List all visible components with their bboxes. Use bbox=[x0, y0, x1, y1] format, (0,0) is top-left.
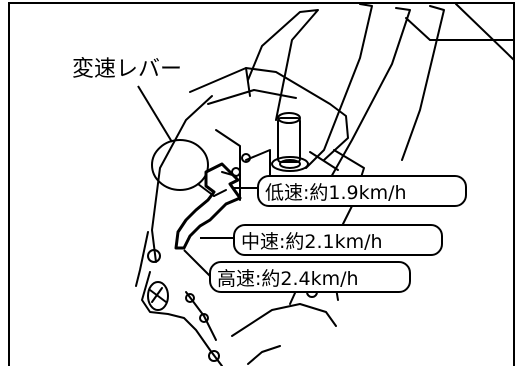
handle-bar-far-right bbox=[401, 5, 445, 161]
lever-leader-line bbox=[137, 85, 173, 143]
handle-bar-outer bbox=[247, 9, 319, 121]
callout-low-speed: 低速:約1.9km/h bbox=[232, 175, 467, 207]
bolt-left bbox=[147, 249, 161, 263]
lever-knob bbox=[151, 139, 209, 191]
high-speed-label: 高速:約2.4km/h bbox=[217, 268, 359, 290]
housing bbox=[189, 67, 349, 161]
callout-high-speed: 高速:約2.4km/h bbox=[183, 249, 411, 293]
callout-mid-speed: 中速:約2.1km/h bbox=[200, 224, 443, 256]
machine-drawing bbox=[135, 3, 515, 366]
shift-gate bbox=[174, 162, 242, 250]
shaft bbox=[277, 117, 301, 163]
body-left bbox=[151, 95, 213, 263]
frame-border bbox=[8, 2, 515, 366]
handle-bar-right-2 bbox=[325, 7, 411, 187]
shift-lever-label: 変速レバー bbox=[72, 57, 182, 82]
mid-speed-label: 中速:約2.1km/h bbox=[241, 231, 383, 253]
low-speed-label: 低速:約1.9km/h bbox=[265, 182, 407, 204]
handle-bar-right-1 bbox=[305, 3, 373, 169]
